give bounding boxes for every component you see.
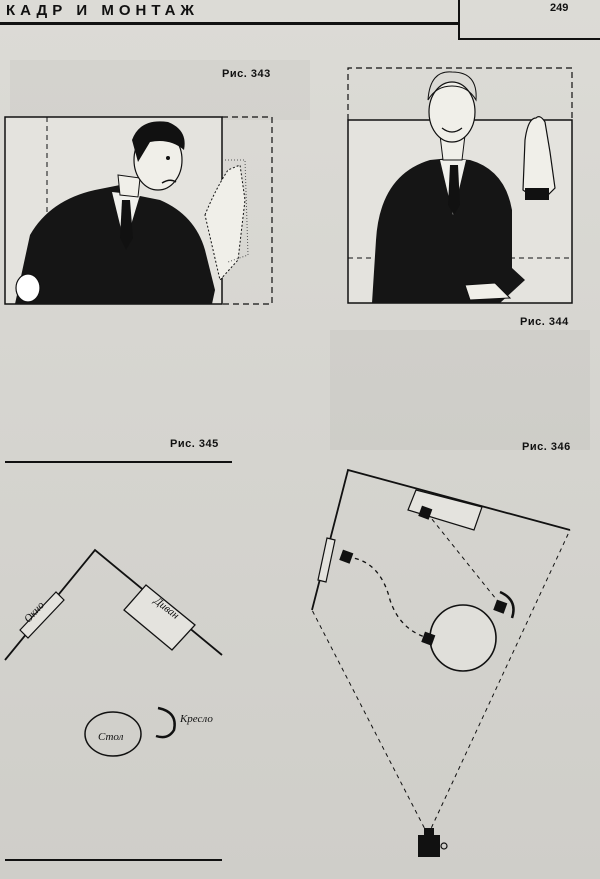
label-table: Стол: [98, 731, 124, 743]
fig-345-caption: Рис. 345: [170, 438, 219, 450]
fig-346-caption: Рис. 346: [522, 441, 571, 453]
running-header: КАДР И МОНТАЖ: [6, 2, 199, 19]
fig-345-diagram: [4, 461, 232, 861]
header-divider-bottom: [458, 38, 600, 40]
fig-343-illustration: [4, 116, 273, 305]
label-armchair: Кресло: [179, 713, 213, 725]
page-number: 249: [550, 2, 569, 14]
fig-344-caption: Рис. 344: [520, 316, 569, 328]
fig-346-diagram: [311, 468, 571, 857]
fig-344-illustration: [347, 67, 573, 304]
header-rule: [0, 22, 458, 25]
header-divider: [458, 0, 460, 40]
fig-343-caption: Рис. 343: [222, 68, 271, 80]
